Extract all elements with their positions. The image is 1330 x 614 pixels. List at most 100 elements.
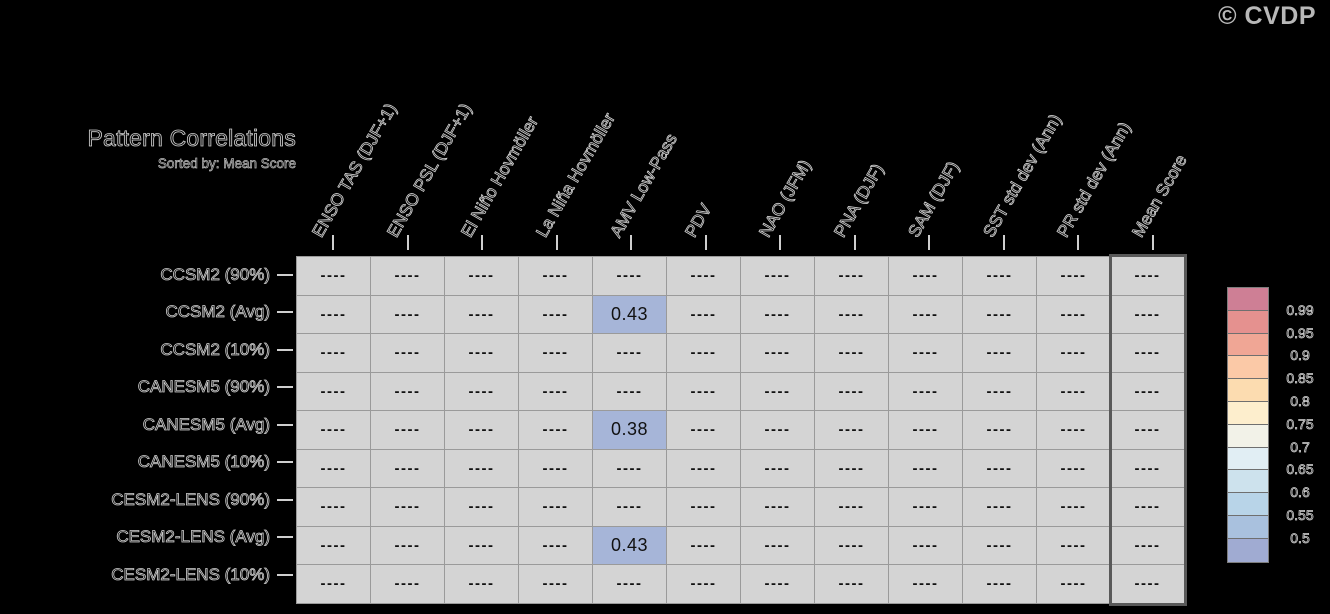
table-cell-empty: ---- — [444, 410, 519, 450]
table-cell-empty: ---- — [444, 448, 519, 488]
table-cell-empty: ---- — [962, 410, 1037, 450]
column-header-nao-jfm: NAO (JFM) — [755, 156, 816, 241]
column-tick — [406, 235, 409, 250]
table-cell-empty: ---- — [740, 294, 815, 334]
table-cell-empty: ---- — [814, 371, 889, 411]
table-cell-empty: ---- — [518, 410, 593, 450]
table-cell-empty: ---- — [1036, 256, 1111, 296]
table-cell-empty: ---- — [666, 448, 741, 488]
column-header-layer: ENSO TAS (DJF+1)ENSO PSL (DJF+1)El Niño … — [0, 0, 1330, 241]
table-cell-empty: ---- — [962, 564, 1037, 604]
table-cell-empty: ---- — [962, 371, 1037, 411]
table-cell-empty: ---- — [444, 371, 519, 411]
colorbar-label: 0.7 — [1290, 438, 1310, 455]
table-cell-empty: ---- — [296, 294, 371, 334]
table-cell-empty: ---- — [962, 448, 1037, 488]
table-row: ----------------------------------------… — [296, 564, 1185, 604]
row-label-ccsm2-10: CCSM2 (10%) — [160, 339, 270, 359]
colorbar-label: 0.6 — [1290, 484, 1310, 501]
row-tick — [277, 386, 293, 389]
table-cell-empty: ---- — [518, 525, 593, 565]
table-cell-empty: ---- — [370, 564, 445, 604]
table-row: ----------------------------------------… — [296, 448, 1185, 488]
row-tick — [277, 573, 293, 576]
table-cell-empty: ---- — [888, 487, 963, 527]
colorbar-label: 0.9 — [1290, 347, 1310, 364]
table-cell-empty: ---- — [370, 525, 445, 565]
table-cell-empty: ---- — [518, 294, 593, 334]
table-cell-empty: ---- — [740, 333, 815, 373]
table-cell-empty: ---- — [814, 294, 889, 334]
column-header-la-ni-a-hovm-ller: La Niña Hovmöller — [532, 109, 619, 241]
row-tick — [277, 311, 293, 314]
table-cell-empty: ---- — [666, 410, 741, 450]
table-row: ----------------0.43--------------------… — [296, 525, 1185, 565]
colorbar-label: 0.75 — [1286, 415, 1314, 432]
table-cell-empty: ---- — [296, 410, 371, 450]
table-cell-empty: ---- — [1036, 564, 1111, 604]
colorbar-label: 0.95 — [1286, 324, 1314, 341]
column-header-pna-djf: PNA (DJF) — [830, 160, 888, 241]
table-cell-empty: ---- — [814, 564, 889, 604]
table-cell-empty: ---- — [518, 448, 593, 488]
table-cell-empty: ---- — [666, 564, 741, 604]
row-tick — [277, 348, 293, 351]
table-cell-empty: ---- — [1036, 410, 1111, 450]
table-cell-empty: ---- — [888, 448, 963, 488]
column-tick — [630, 235, 633, 250]
table-cell-empty: ---- — [814, 410, 889, 450]
colorbar-band — [1228, 470, 1268, 494]
row-tick — [277, 423, 293, 426]
pattern-correlation-table: ----------------------------------------… — [296, 256, 1185, 604]
table-cell-empty: ---- — [814, 448, 889, 488]
table-cell-empty: ---- — [666, 525, 741, 565]
row-label-ccsm2-avg: CCSM2 (Avg) — [165, 302, 270, 322]
table-cell-empty: ---- — [814, 487, 889, 527]
colorbar-band — [1228, 333, 1268, 357]
table-cell-empty: ---- — [444, 294, 519, 334]
table-cell-empty: ---- — [1110, 294, 1185, 334]
table-cell-empty: ---- — [444, 487, 519, 527]
table-cell-empty: ---- — [592, 256, 667, 296]
colorbar-band — [1228, 493, 1268, 516]
table-cell-empty: ---- — [370, 333, 445, 373]
table-cell-empty: ---- — [444, 333, 519, 373]
column-header-sam-djf: SAM (DJF) — [904, 158, 964, 241]
colorbar-band — [1228, 401, 1268, 425]
table-cell-empty: ---- — [962, 294, 1037, 334]
page-subtitle: Sorted by: Mean Score — [157, 156, 297, 172]
table-cell-empty: ---- — [370, 487, 445, 527]
column-tick — [332, 235, 335, 250]
colorbar-band — [1228, 379, 1268, 402]
colorbar-band — [1228, 424, 1268, 448]
colorbar-band — [1228, 356, 1268, 380]
table-cell-empty: ---- — [888, 333, 963, 373]
column-header-sst-std-dev-ann: SST std dev (Ann) — [979, 110, 1066, 241]
table-cell-empty: ---- — [666, 333, 741, 373]
colorbar-band — [1228, 515, 1268, 539]
table-cell-value: 0.43 — [592, 525, 667, 565]
table-cell-empty: ---- — [444, 564, 519, 604]
page-title: Pattern Correlations — [87, 125, 296, 151]
table-cell-empty: ---- — [518, 371, 593, 411]
table-row: ----------------------------------------… — [296, 333, 1185, 373]
table-cell-empty: ---- — [1036, 333, 1111, 373]
row-label-ccsm2-90: CCSM2 (90%) — [160, 264, 270, 284]
table-cell-empty: ---- — [444, 256, 519, 296]
colorbar-label: 0.85 — [1286, 370, 1314, 387]
table-cell-empty: ---- — [888, 294, 963, 334]
row-tick — [277, 461, 293, 464]
table-cell-empty: ---- — [1110, 564, 1185, 604]
row-label-cesm2-lens-10: CESM2-LENS (10%) — [111, 564, 271, 584]
table-cell-empty: ---- — [962, 487, 1037, 527]
colorbar-band — [1228, 310, 1268, 334]
table-cell-empty: ---- — [740, 564, 815, 604]
colorbar-band — [1228, 288, 1268, 311]
column-header-enso-psl-djf-1: ENSO PSL (DJF+1) — [383, 100, 476, 241]
table-row: ----------------------------------------… — [296, 256, 1185, 296]
table-cell-empty: ---- — [592, 564, 667, 604]
column-header-pr-std-dev-ann: PR std dev (Ann) — [1053, 118, 1135, 241]
column-tick — [1151, 235, 1154, 250]
table-cell-empty: ---- — [740, 525, 815, 565]
table-cell-empty: ---- — [1036, 487, 1111, 527]
